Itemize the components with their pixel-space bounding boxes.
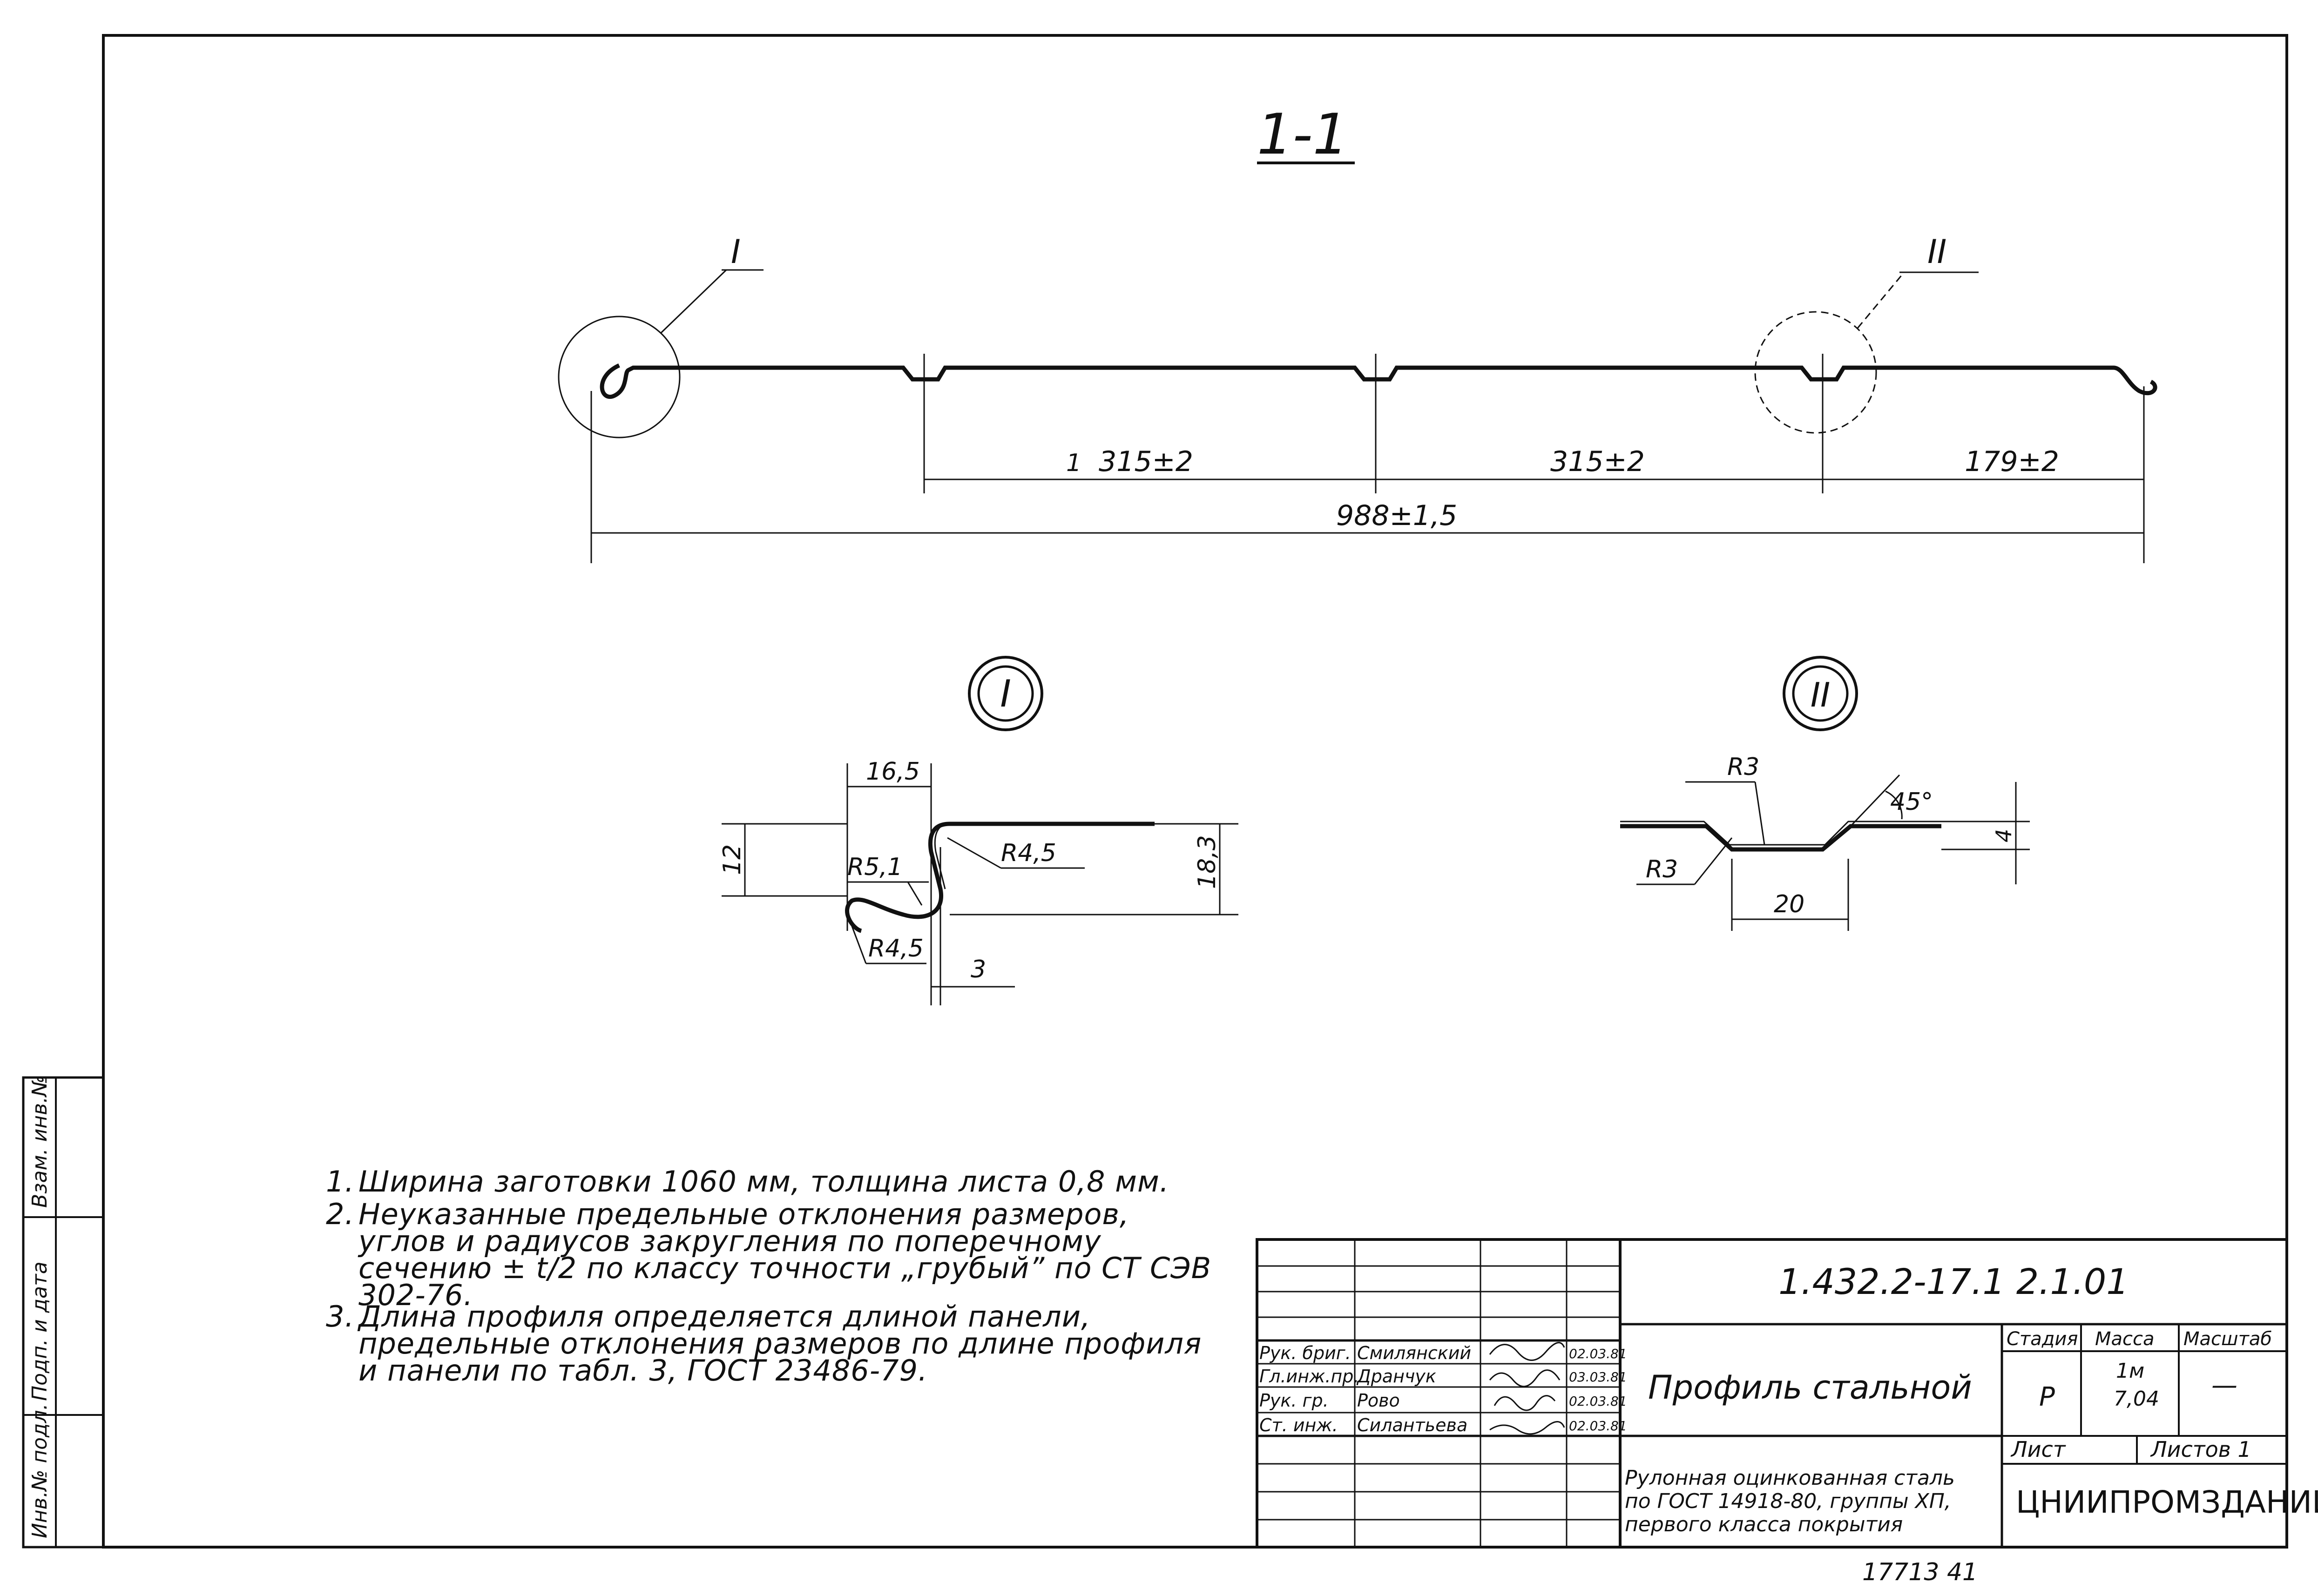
detail-2-badge-inner — [1792, 665, 1849, 722]
detail-2-radius-bottom: R3 — [1646, 855, 1678, 883]
note-2-number: 2. — [326, 1197, 355, 1231]
signer-date-2: 03.03.81 — [1569, 1369, 1627, 1385]
detail-2-angle: 45° — [1890, 788, 1933, 816]
note-2-text: Неуказанные предельные отклонения размер… — [358, 1197, 1212, 1312]
detail-2-dim-depth: 4 — [1991, 829, 2016, 842]
signer-name-2: Дранчук — [1356, 1366, 1436, 1387]
detail-1-radius-b: R4,5 — [1001, 839, 1056, 867]
signer-role-4: Ст. инж. — [1259, 1415, 1338, 1435]
detail-1-badge-inner — [977, 665, 1034, 722]
detail-1-dim-height-right: 18,3 — [1193, 835, 1221, 889]
title-block-org: ЦНИИПРОМЗДАНИЙ — [2016, 1484, 2318, 1520]
callout-circle-1 — [558, 316, 681, 438]
signer-name-1: Смилянский — [1357, 1343, 1471, 1363]
signer-role-1: Рук. бриг. — [1259, 1343, 1351, 1363]
detail-1-dim-offset: 3 — [971, 956, 986, 983]
callout-leader-1 — [660, 269, 727, 334]
detail-2-dim-width: 20 — [1774, 890, 1804, 918]
sheet-label: Лист — [2010, 1437, 2066, 1462]
detail-2-badge-outer — [1783, 656, 1858, 731]
callout-leader-2 — [1857, 272, 1905, 329]
detail-1-label: I — [1000, 672, 1011, 715]
mass-value-2: 7,04 — [2114, 1387, 2159, 1411]
stage-value: Р — [2039, 1382, 2055, 1412]
detail-1-dim-height-left: 12 — [718, 844, 746, 875]
footer-number: 17713 41 — [1862, 1558, 1978, 1586]
detail-2-label: II — [1811, 675, 1830, 714]
dim-total: 988±1,5 — [1336, 499, 1457, 532]
signer-date-1: 02.03.81 — [1569, 1346, 1627, 1361]
detail-1-dim-width: 16,5 — [866, 758, 920, 786]
dim-span-2: 315±2 — [1550, 445, 1645, 478]
dim-span-1: 315±2 — [1099, 445, 1193, 478]
mass-header: Масса — [2095, 1328, 2155, 1350]
mass-value-1: 1м — [2116, 1359, 2144, 1383]
callout-label-1: I — [731, 233, 741, 271]
signer-role-2: Гл.инж.пр. — [1259, 1366, 1359, 1387]
scale-header: Масштаб — [2183, 1328, 2272, 1350]
title-block-material-3: первого класса покрытия — [1625, 1513, 1903, 1536]
note-2: 2.Неуказанные предельные отклонения разм… — [326, 1197, 1220, 1312]
callout-label-2: II — [1927, 233, 1946, 271]
stage-header: Стадия — [2007, 1328, 2078, 1350]
signer-date-3: 02.03.81 — [1569, 1394, 1627, 1409]
title-block-code: 1.432.2-17.1 2.1.01 — [1778, 1261, 2129, 1302]
sheets-label: Листов 1 — [2150, 1437, 2251, 1462]
signer-date-4: 02.03.81 — [1569, 1418, 1627, 1434]
scale-value: — — [2211, 1370, 2237, 1401]
signer-name-4: Силантьева — [1357, 1415, 1467, 1435]
signature-marks — [1489, 1342, 1565, 1435]
profile-section-line — [600, 363, 2157, 399]
dim-span-3: 179±2 — [1965, 445, 2059, 478]
detail-1-badge-outer — [968, 656, 1043, 731]
side-stamp-cell-2: Подп. и дата — [28, 1261, 52, 1401]
title-block-material-2: по ГОСТ 14918-80, группы ХП, — [1625, 1489, 1951, 1513]
signer-name-3: Рово — [1357, 1390, 1400, 1411]
note-1-number: 1. — [326, 1165, 355, 1199]
title-block-name: Профиль стальной — [1648, 1368, 1972, 1407]
signer-role-3: Рук. гр. — [1259, 1390, 1329, 1411]
note-1-text: Ширина заготовки 1060 мм, толщина листа … — [358, 1165, 1169, 1199]
callout-circle-2 — [1754, 311, 1877, 434]
sheet-frame — [102, 34, 2288, 1549]
side-stamp-cell-1: Инв.№ подл. — [28, 1403, 52, 1538]
detail-2-profile — [1620, 824, 1941, 852]
note-3-text: Длина профиля определяется длиной панели… — [358, 1300, 1202, 1387]
detail-1-radius-c: R4,5 — [868, 935, 924, 963]
title-block-material-1: Рулонная оцинкованная сталь — [1625, 1466, 1955, 1490]
title-block — [1256, 1238, 2288, 1549]
note-3: 3.Длина профиля определяется длиной пане… — [326, 1300, 1220, 1387]
note-3-number: 3. — [326, 1300, 355, 1333]
detail-1-radius-a: R5,1 — [847, 853, 903, 881]
side-stamp: Инв.№ подл. Подп. и дата Взам. инв.№ — [22, 1075, 105, 1549]
note-1: 1.Ширина заготовки 1060 мм, толщина лист… — [326, 1165, 1220, 1199]
section-title: 1-1 — [1257, 102, 1348, 167]
detail-2-radius-top: R3 — [1727, 753, 1759, 781]
dim-mark: 1 — [1066, 449, 1081, 477]
side-stamp-cell-3: Взам. инв.№ — [28, 1075, 52, 1208]
